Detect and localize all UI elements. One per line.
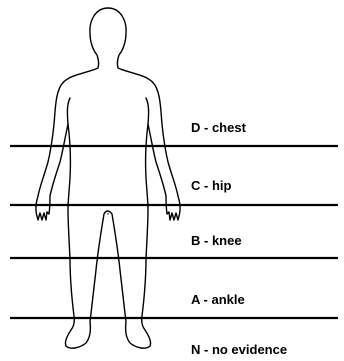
left-arm-inner-contour — [67, 98, 70, 124]
body-silhouette — [36, 8, 180, 348]
label-b-knee: B - knee — [191, 233, 242, 248]
label-d-chest: D - chest — [191, 120, 247, 135]
right-arm-inner-contour — [146, 98, 149, 124]
label-a-ankle: A - ankle — [191, 292, 245, 307]
label-c-hip: C - hip — [191, 178, 231, 193]
human-body-outline — [36, 8, 180, 348]
label-n-no-evidence: N - no evidence — [191, 342, 287, 357]
